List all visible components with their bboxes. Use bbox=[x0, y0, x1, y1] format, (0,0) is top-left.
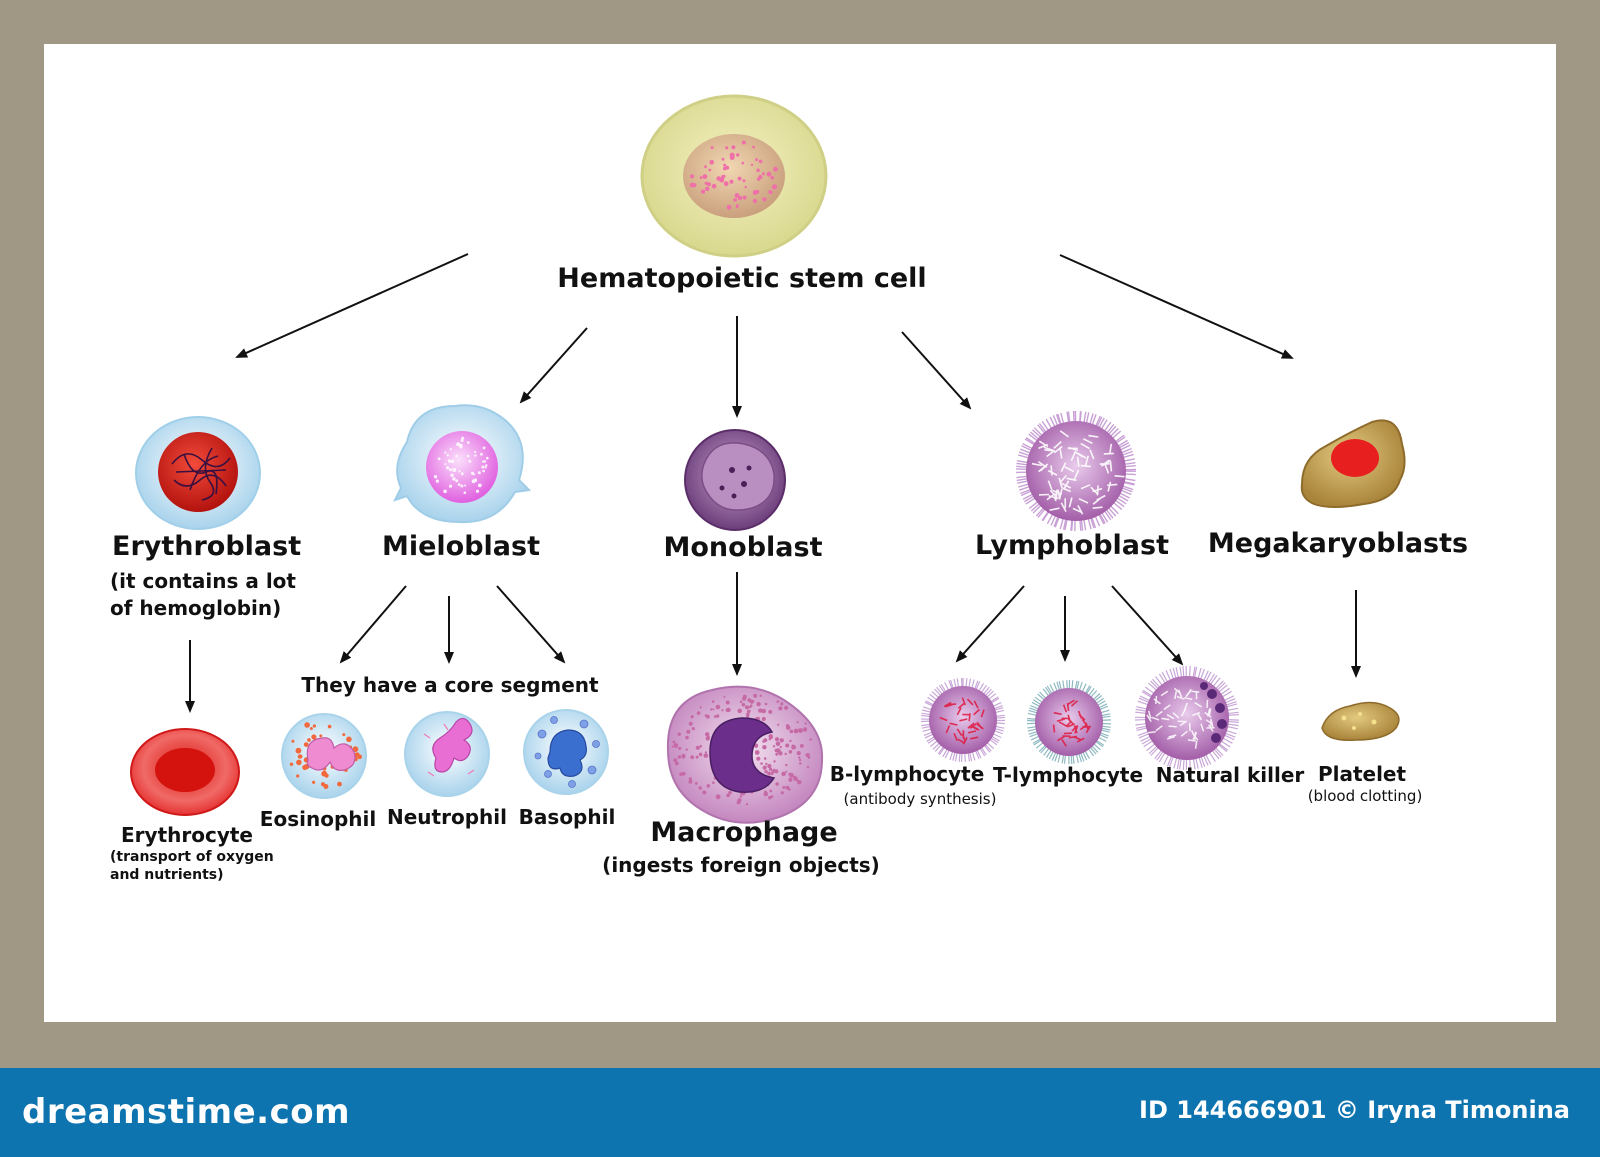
watermark-footer: dreamstime.com ID 144666901 © Iryna Timo… bbox=[0, 1068, 1600, 1157]
hematopoiesis-diagram bbox=[130, 94, 1406, 824]
arrows bbox=[185, 253, 1361, 713]
arrow-lymphoblast-right bbox=[1111, 585, 1184, 666]
lymphoblast-label: Lymphoblast bbox=[975, 530, 1169, 561]
basophil-label: Basophil bbox=[518, 805, 616, 829]
neutrophil-label: Neutrophil bbox=[387, 805, 507, 829]
arrow-stem-megakaryoblasts bbox=[1059, 254, 1294, 359]
b-lymphocyte-note: (antibody synthesis) bbox=[843, 790, 997, 808]
monoblast-label: Monoblast bbox=[663, 532, 823, 563]
arrow-mieloblast-right bbox=[496, 585, 566, 664]
frame: Hematopoietic stem cell Erythroblast (it… bbox=[44, 44, 1556, 1022]
arrow-stem-mieloblast bbox=[519, 327, 588, 404]
image-credit: ID 144666901 © Iryna Timonina bbox=[1139, 1096, 1570, 1124]
erythroblast-note-line2: of hemoglobin) bbox=[110, 596, 282, 620]
t-lymphocyte-icon bbox=[1026, 679, 1112, 764]
megakaryoblasts-label: Megakaryoblasts bbox=[1207, 528, 1469, 559]
eosinophil-icon bbox=[281, 713, 367, 799]
natural-killer-label: Natural killer bbox=[1155, 763, 1305, 787]
erythrocyte-icon bbox=[130, 728, 240, 816]
neutrophil-icon bbox=[404, 711, 490, 797]
mieloblast-group-note: They have a core segment bbox=[301, 673, 599, 697]
erythroblast-label: Erythroblast bbox=[112, 531, 302, 562]
stem-cell-icon bbox=[640, 94, 828, 258]
platelet-label: Platelet bbox=[1317, 762, 1407, 786]
b-lymphocyte-icon bbox=[920, 677, 1006, 763]
diagram-panel: Hematopoietic stem cell Erythroblast (it… bbox=[44, 44, 1556, 1022]
macrophage-note: (ingests foreign objects) bbox=[602, 853, 880, 877]
mieloblast-icon bbox=[393, 404, 532, 524]
megakaryoblast-icon bbox=[1300, 419, 1406, 508]
basophil-icon bbox=[523, 709, 609, 795]
b-lymphocyte-label: B-lymphocyte bbox=[829, 762, 985, 786]
brand-logo[interactable]: dreamstime.com bbox=[22, 1092, 351, 1132]
macrophage-icon bbox=[666, 685, 824, 824]
monoblast-icon bbox=[684, 429, 786, 531]
erythrocyte-note-line2: and nutrients) bbox=[110, 867, 224, 883]
erythroblast-note-line1: (it contains a lot bbox=[110, 569, 296, 593]
eosinophil-label: Eosinophil bbox=[259, 807, 377, 831]
stem-cell-label: Hematopoietic stem cell bbox=[557, 263, 927, 294]
mieloblast-label: Mieloblast bbox=[381, 531, 541, 562]
erythroblast-icon bbox=[135, 416, 261, 530]
natural-killer-icon bbox=[1134, 665, 1240, 771]
lymphoblast-icon bbox=[1015, 410, 1137, 532]
t-lymphocyte-label: T-lymphocyte bbox=[992, 763, 1144, 787]
arrow-lymphoblast-left bbox=[955, 585, 1025, 663]
platelet-icon bbox=[1321, 701, 1400, 741]
arrow-mieloblast-left bbox=[339, 585, 407, 664]
macrophage-label: Macrophage bbox=[650, 817, 838, 848]
arrow-stem-erythroblast bbox=[235, 253, 469, 358]
platelet-note: (blood clotting) bbox=[1307, 787, 1423, 805]
arrow-stem-lymphoblast bbox=[901, 331, 972, 410]
erythrocyte-label: Erythrocyte bbox=[121, 823, 253, 847]
erythrocyte-note-line1: (transport of oxygen bbox=[110, 849, 274, 865]
